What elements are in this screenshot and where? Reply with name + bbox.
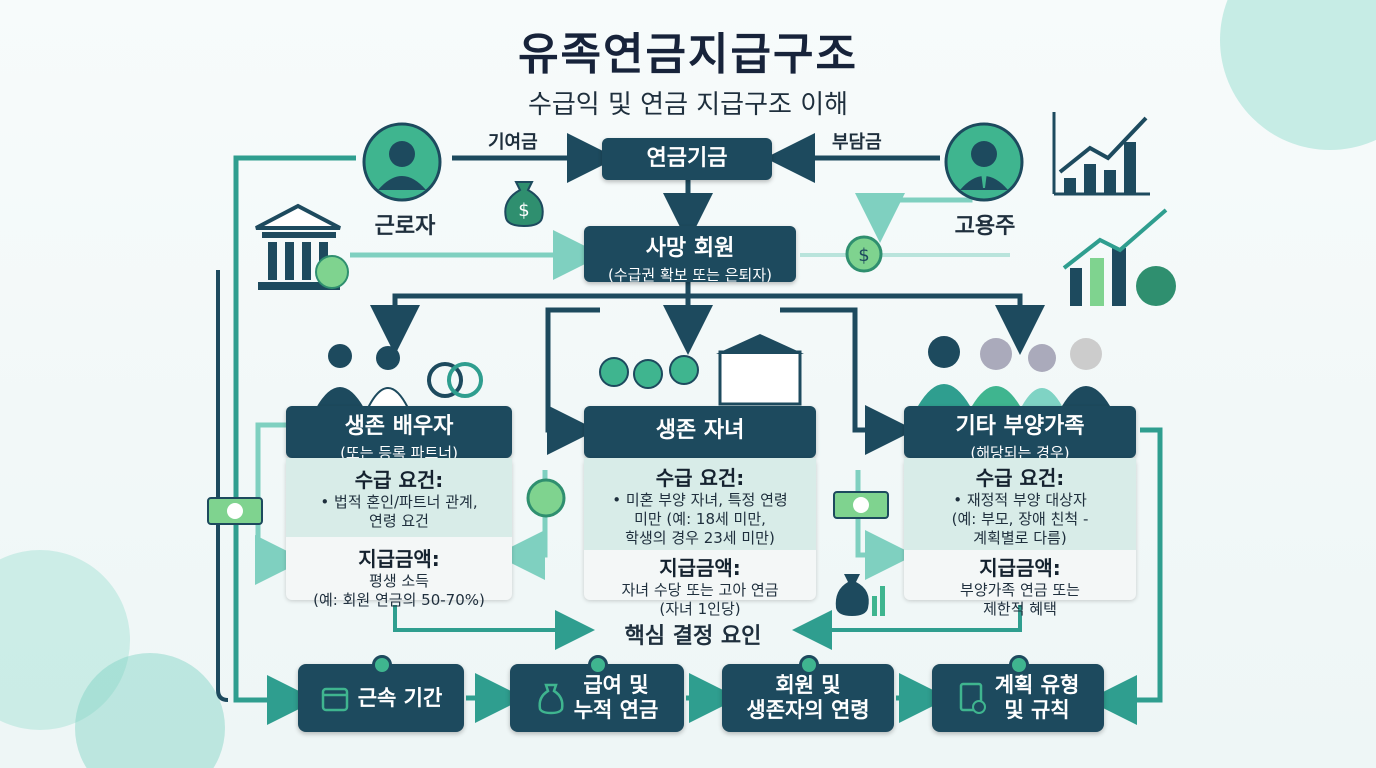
factor-salary-label: 급여 및 누적 연금: [573, 673, 659, 722]
dependents-payment: 지급금액: 부양가족 연금 또는 제한적 혜택: [904, 550, 1136, 625]
calendar-icon: [321, 687, 348, 712]
svg-text:$: $: [858, 245, 869, 266]
dependents-pay-heading: 지급금액:: [979, 556, 1061, 580]
worker-icon: [362, 122, 442, 202]
employer-label: 고용주: [954, 214, 1016, 239]
spouse-header: 생존 배우자 (또는 등록 파트너): [286, 406, 512, 462]
worker-label: 근로자: [374, 214, 436, 239]
worker-avatar: [362, 122, 442, 202]
children-payment: 지급금액: 자녀 수당 또는 고아 연금 (자녀 1인당): [584, 550, 816, 625]
children-req-text: • 미혼 부양 자녀, 특정 연령 미만 (예: 18세 미만, 학생의 경우 …: [612, 491, 788, 547]
factor-plan-type-label: 계획 유형 및 규칙: [994, 673, 1080, 722]
factor-plan-type: 계획 유형 및 규칙: [932, 655, 1104, 732]
factor-age: 회원 및 생존자의 연령: [722, 655, 894, 732]
bank-icon: [248, 200, 358, 299]
document-check-icon: [959, 682, 986, 714]
children-school-icon: [596, 330, 806, 412]
dependents-subtitle: (해당되는 경우): [970, 444, 1070, 462]
children-pay-text: 자녀 수당 또는 고아 연금 (자녀 1인당): [621, 581, 779, 618]
dependents-header: 기타 부양가족 (해당되는 경우): [904, 406, 1136, 462]
children-pay-heading: 지급금액:: [659, 556, 741, 580]
coin-icon: $: [844, 234, 884, 278]
dependents-pay-text: 부양가족 연금 또는 제한적 혜택: [960, 581, 1080, 618]
deceased-member-box: 사망 회원 (수급권 확보 또는 은퇴자): [584, 226, 796, 284]
coins-icon: [522, 476, 570, 524]
svg-text:$: $: [518, 200, 529, 221]
factor-service-period: 근속 기간: [298, 655, 464, 732]
children-card: 수급 요건: • 미혼 부양 자녀, 특정 연령 미만 (예: 18세 미만, …: [584, 458, 816, 618]
dependents-card: 수급 요건: • 재정적 부양 대상자 (예: 부모, 장애 친척 - 계획별로…: [904, 458, 1136, 618]
contribution-label: 기여금: [488, 132, 538, 153]
deceased-member-title: 사망 회원: [645, 236, 735, 261]
dependents-req-text: • 재정적 부양 대상자 (예: 부모, 장애 친척 - 계획별로 다름): [951, 491, 1089, 547]
children-req-heading: 수급 요건:: [655, 466, 745, 490]
spouse-subtitle: (또는 등록 파트너): [340, 444, 458, 462]
dependents-title: 기타 부양가족: [955, 414, 1085, 439]
factor-age-label: 회원 및 생존자의 연령: [746, 673, 870, 722]
spouse-pay-heading: 지급금액:: [358, 547, 440, 571]
page-title: 유족연금지급구조: [518, 29, 858, 80]
spouse-pay-text: 평생 소득 (예: 회원 연금의 50-70%): [313, 572, 485, 609]
deceased-member-subtitle: (수급권 확보 또는 은퇴자): [607, 266, 772, 284]
pension-fund-label: 연금기금: [646, 146, 728, 171]
spouse-requirements: 수급 요건: • 법적 혼인/파트너 관계, 연령 요건: [286, 458, 512, 537]
money-growth-icon: [832, 566, 888, 622]
page-subtitle: 수급익 및 연금 지급구조 이해: [527, 90, 849, 120]
pension-fund-box: 연금기금: [602, 138, 772, 180]
spouse-title: 생존 배우자: [344, 414, 454, 439]
employer-icon: [944, 122, 1024, 202]
growth-chart-icon: [1050, 108, 1180, 312]
children-requirements: 수급 요건: • 미혼 부양 자녀, 특정 연령 미만 (예: 18세 미만, …: [584, 458, 816, 550]
family-icon: [914, 332, 1114, 410]
spouse-req-text: • 법적 혼인/파트너 관계, 연령 요건: [320, 493, 478, 530]
money-bag-icon: $: [500, 176, 548, 232]
money-bag-icon: [538, 683, 564, 715]
dependents-requirements: 수급 요건: • 재정적 부양 대상자 (예: 부모, 장애 친척 - 계획별로…: [904, 458, 1136, 550]
key-factors-heading: 핵심 결정 요인: [624, 624, 762, 649]
spouse-card: 수급 요건: • 법적 혼인/파트너 관계, 연령 요건 지급금액: 평생 소득…: [286, 458, 512, 609]
factor-salary: 급여 및 누적 연금: [510, 655, 684, 732]
children-header: 생존 자녀: [584, 406, 816, 458]
burden-label: 부담금: [832, 132, 882, 153]
children-title: 생존 자녀: [655, 418, 745, 443]
cash-stack-icon: [832, 488, 890, 526]
dependents-req-heading: 수급 요건:: [975, 466, 1065, 490]
couple-icon: [310, 340, 490, 412]
spouse-req-heading: 수급 요건:: [354, 468, 444, 492]
employer-avatar: [944, 122, 1024, 202]
spouse-payment: 지급금액: 평생 소득 (예: 회원 연금의 50-70%): [286, 537, 512, 616]
factor-service-period-label: 근속 기간: [357, 685, 443, 710]
cash-icon: [206, 494, 264, 532]
